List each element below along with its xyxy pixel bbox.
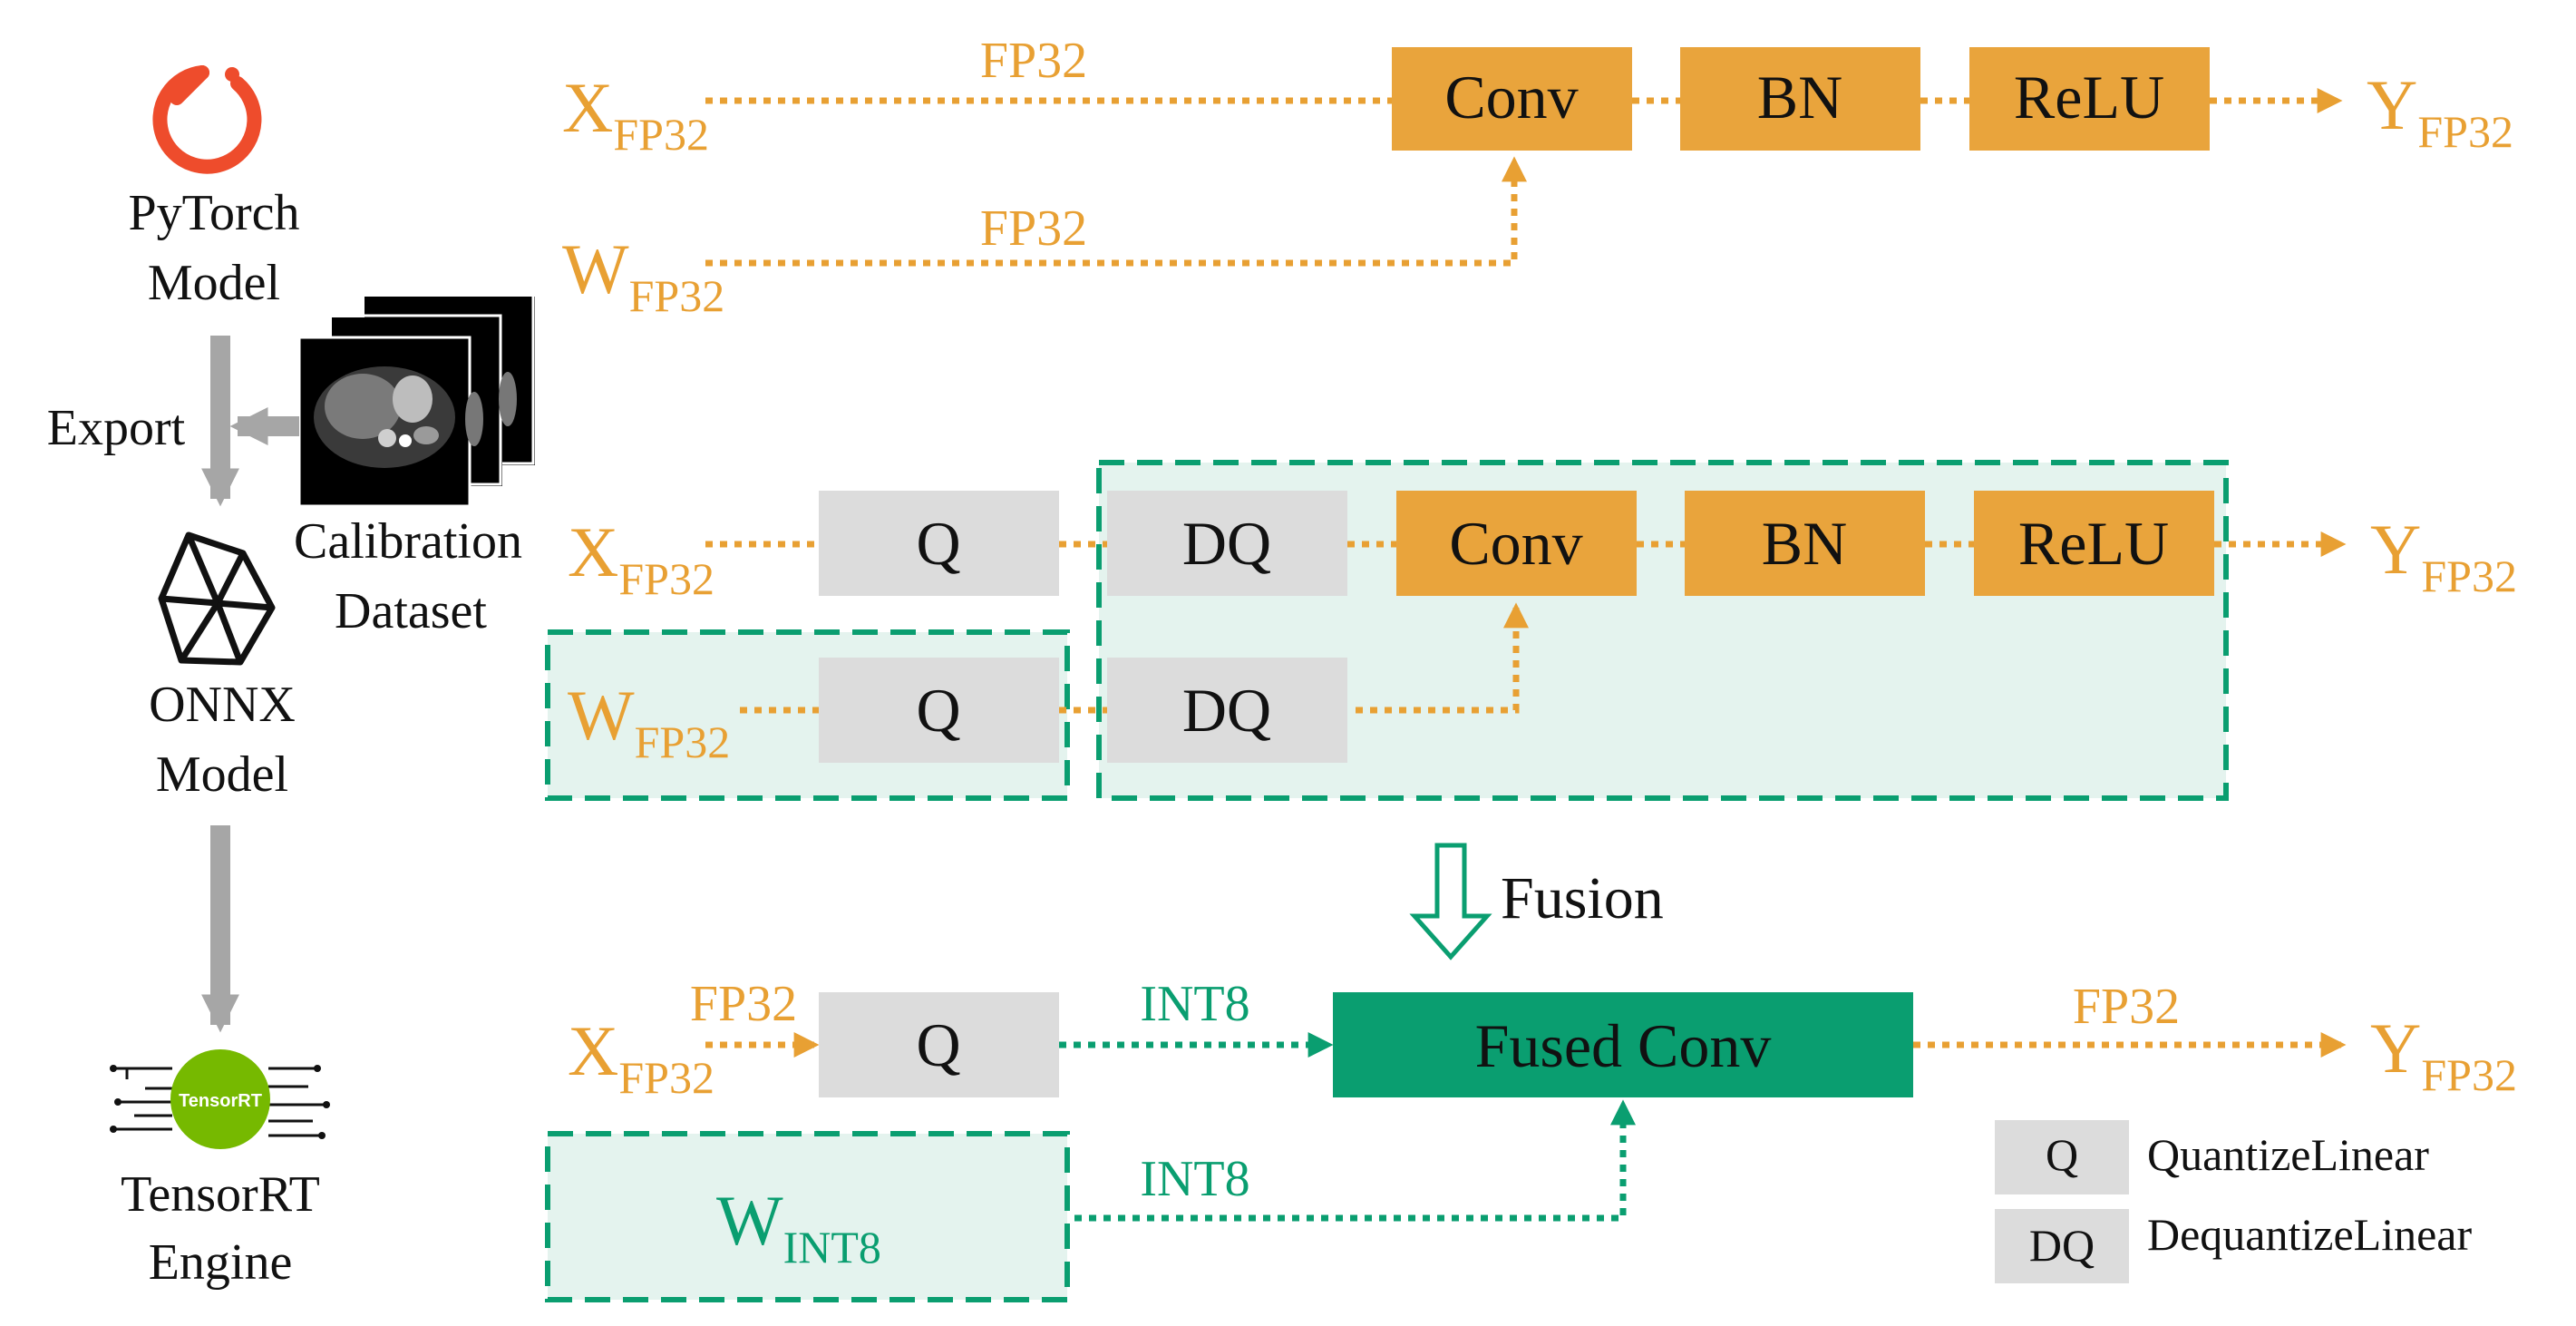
row3-q-edge-label: INT8 [1140, 976, 1249, 1032]
tensorrt-logo-icon: TensorRT [110, 1049, 330, 1149]
fusion-label: Fusion [1501, 865, 1664, 931]
row2-q-x-label: Q [916, 509, 960, 578]
row3-fused-conv-label: Fused Conv [1475, 1011, 1772, 1080]
row2-bn-box [1685, 491, 1925, 596]
row3-x-edge-label: FP32 [690, 976, 797, 1032]
row1-y-label: YFP32 [2367, 65, 2513, 157]
row1-x-edge-label: FP32 [980, 33, 1087, 89]
pytorch-label-line1: PyTorch [129, 185, 300, 241]
legend-q-symbol: Q [2046, 1129, 2078, 1180]
row3-fused-conv-box [1333, 992, 1913, 1097]
row1-w-edge-label: FP32 [980, 200, 1087, 257]
row2-dq-x-label: DQ [1182, 509, 1271, 578]
row3-y-edge-label: FP32 [2073, 979, 2180, 1035]
row3-y-label: YFP32 [2370, 1009, 2517, 1100]
row1-conv-box [1392, 47, 1632, 151]
row3-x-label: XFP32 [568, 1011, 714, 1103]
row1-relu-box [1969, 47, 2210, 151]
row2-x-label: XFP32 [568, 512, 714, 604]
row2-dq-w-box [1107, 658, 1347, 763]
row2-y-label: YFP32 [2370, 510, 2517, 601]
row2-w-label: WFP32 [568, 676, 730, 767]
row2-dq-w-label: DQ [1182, 676, 1271, 745]
legend-dq-symbol: DQ [2029, 1220, 2095, 1271]
row2-bn-label: BN [1762, 509, 1847, 578]
pytorch-logo-icon [152, 65, 262, 174]
row1-conv-label: Conv [1444, 63, 1578, 132]
legend-dq-text: DequantizeLinear [2147, 1209, 2472, 1260]
row2-dq-w-conv-edge [1356, 602, 1529, 714]
row1-w-edge [705, 156, 1527, 267]
row3-w-fused-edge [1074, 1099, 1636, 1222]
calibration-image-stack-icon [297, 293, 535, 508]
row2-relu-label: ReLU [2018, 509, 2169, 578]
onnx-label-line1: ONNX [149, 677, 296, 733]
row3-w-edge-label: INT8 [1140, 1151, 1249, 1207]
row2-q-w-box [819, 658, 1059, 763]
fusion-arrow-icon [1409, 843, 1492, 960]
row1-bn-label: BN [1757, 63, 1842, 132]
row2-relu-box [1974, 491, 2214, 596]
row3-q-box [819, 992, 1059, 1097]
row1-bn-box [1680, 47, 1920, 151]
tensorrt-badge-text: TensorRT [179, 1091, 262, 1111]
calibration-label-line2: Dataset [335, 583, 487, 639]
onnx-label-line2: Model [156, 746, 288, 803]
legend-q-text: QuantizeLinear [2147, 1129, 2429, 1180]
row1-relu-label: ReLU [2014, 63, 2164, 132]
calibration-label-line1: Calibration [294, 513, 522, 570]
export-label: Export [47, 400, 186, 456]
row1-w-label: WFP32 [562, 229, 724, 321]
tensorrt-label-line1: TensorRT [121, 1166, 320, 1223]
row2-conv-label: Conv [1449, 509, 1582, 578]
pytorch-label-line2: Model [148, 255, 280, 311]
row3-q-label: Q [916, 1010, 960, 1079]
row2-dq-x-box [1107, 491, 1347, 596]
row2-q-x-box [819, 491, 1059, 596]
row1-x-label: XFP32 [562, 68, 709, 160]
row3-weight-group [545, 1131, 1070, 1302]
legend-q-swatch [1995, 1120, 2129, 1194]
row2-conv-box [1396, 491, 1637, 596]
onnx-logo-icon [158, 531, 276, 666]
legend-dq-swatch [1995, 1209, 2129, 1283]
row3-w-label: WINT8 [716, 1181, 881, 1272]
tensorrt-label-line2: Engine [149, 1234, 293, 1291]
row2-q-w-label: Q [916, 676, 960, 745]
